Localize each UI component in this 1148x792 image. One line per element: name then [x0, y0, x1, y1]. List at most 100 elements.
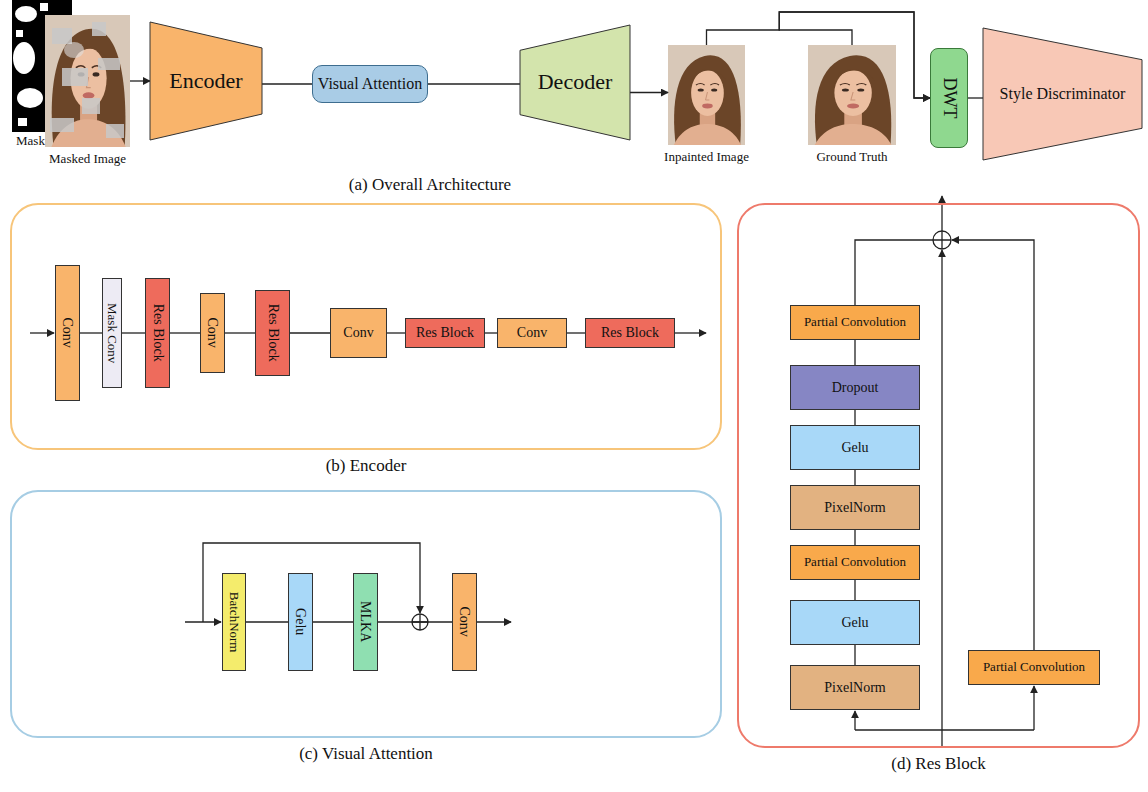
figure-part [477, 621, 511, 622]
inpainted-image: Inpainted Image [668, 45, 745, 145]
figure-part [941, 250, 942, 748]
figure-part [17, 88, 43, 108]
connector [122, 332, 145, 333]
node-label: BatchNorm [227, 592, 241, 653]
figure-part [855, 729, 1034, 730]
connector [262, 83, 312, 84]
decoder-block: Decoder [520, 25, 630, 140]
dwt-block: DWT [930, 48, 968, 148]
ground-truth-picture [808, 45, 896, 145]
connector [378, 621, 452, 622]
figure-part [98, 58, 120, 70]
conv-layer: Conv [330, 308, 387, 358]
connector [968, 97, 983, 98]
node-label: Res Block [150, 304, 165, 362]
connector [428, 83, 520, 84]
figure-part [13, 42, 35, 74]
node-label: Dropout [832, 380, 879, 395]
gelu-layer: Gelu [790, 600, 920, 645]
mask-image: Mask [12, 0, 72, 132]
masked-image: Masked Image [45, 15, 130, 147]
panel-caption: (c) Visual Attention [12, 745, 720, 764]
res-block: Res Block [405, 318, 485, 348]
gelu-layer: Gelu [790, 425, 920, 470]
ground-truth-image: Ground Truth [808, 45, 896, 145]
node-label: Gelu [841, 440, 868, 455]
node-label: MLKA [358, 601, 373, 642]
node-label: Partial Convolution [804, 555, 906, 569]
image-caption: Ground Truth [816, 150, 887, 164]
node-label: PixelNorm [824, 680, 885, 695]
figure-part [952, 240, 1034, 650]
figure-part [30, 332, 54, 333]
figure-part [106, 124, 124, 138]
figure-part [45, 15, 130, 147]
partial-conv-layer: Partial Convolution [790, 305, 920, 340]
node-label: Gelu [841, 615, 868, 630]
res-block: Res Block [255, 290, 290, 376]
figure-part [50, 118, 74, 132]
node-label: PixelNorm [824, 500, 885, 515]
pixelnorm-layer: PixelNorm [790, 485, 920, 530]
figure-part [675, 332, 706, 333]
node-label: Visual Attention [318, 75, 422, 93]
figure-part [16, 30, 23, 37]
discriminator-block: Style Discriminator [983, 28, 1142, 160]
node-label: Conv [343, 325, 373, 340]
figure-part [15, 6, 37, 22]
node-label: Gelu [293, 608, 308, 635]
node-label: Res Block [416, 325, 474, 340]
figure-part [82, 98, 100, 114]
encoder-panel: (b) EncoderConvMask ConvRes BlockConvRes… [10, 203, 722, 450]
connector [854, 340, 855, 365]
figure-part [1033, 686, 1034, 730]
node-label: Style Discriminator [1000, 85, 1126, 103]
node-label: Conv [205, 318, 220, 348]
panel-caption: (d) Res Block [739, 755, 1138, 774]
connector [854, 580, 855, 600]
encoder-block: Encoder [150, 22, 262, 140]
figure-caption: (a) Overall Architecture [230, 175, 630, 195]
node-label: Conv [517, 325, 547, 340]
trapezoid-shape [150, 22, 262, 140]
connector [854, 470, 855, 485]
conv-layer: Conv [200, 293, 225, 373]
figure-part [941, 196, 942, 231]
node-label: Res Block [601, 325, 659, 340]
image-caption: Mask [16, 134, 45, 148]
attention-panel: (c) Visual AttentionBatchNormGeluMLKACon… [10, 490, 722, 738]
batchnorm-layer: BatchNorm [222, 573, 246, 671]
mask-conv-layer: Mask Conv [102, 278, 122, 388]
connector [854, 530, 855, 545]
connector [779, 12, 930, 98]
figure-part [62, 68, 88, 86]
masked-image-picture [45, 15, 130, 147]
mlka-layer: MLKA [353, 573, 378, 671]
res-block: Res Block [585, 318, 675, 348]
connector [225, 332, 255, 333]
figure-part [854, 711, 855, 730]
node-label: DWT [939, 78, 959, 119]
inpainted-picture [668, 45, 745, 145]
pixelnorm-layer: PixelNorm [790, 665, 920, 710]
connector [707, 12, 931, 98]
connector [130, 80, 150, 81]
figure-part [52, 28, 72, 44]
attention-block: Visual Attention [312, 65, 428, 103]
conv-layer: Conv [497, 318, 567, 348]
connector [387, 332, 405, 333]
connector [485, 332, 497, 333]
node-label: Mask Conv [105, 303, 119, 363]
res-block: Res Block [145, 278, 170, 388]
node-label: Partial Convolution [804, 315, 906, 329]
connector [313, 621, 353, 622]
node-label: Res Block [265, 304, 280, 362]
partial-conv-layer: Partial Convolution [790, 545, 920, 580]
gelu-layer: Gelu [288, 573, 313, 671]
panel-caption: (b) Encoder [12, 457, 720, 476]
connector [246, 621, 288, 622]
figure-part [40, 3, 48, 11]
conv-layer: Conv [452, 573, 477, 671]
conv-layer: Conv [55, 265, 80, 401]
